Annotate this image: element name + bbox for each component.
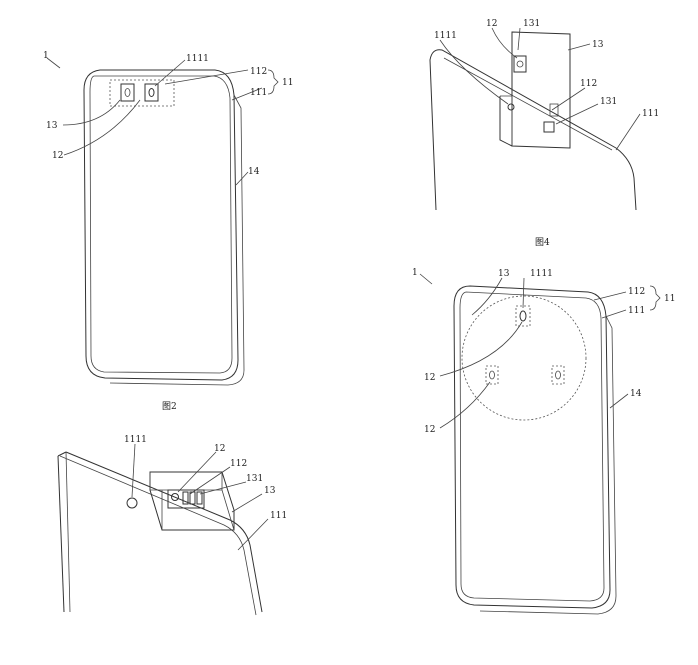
- fig5-label-panel: 112: [628, 287, 645, 297]
- fig5-label-module: 13: [498, 269, 510, 279]
- fig2-label-camera: 12: [52, 151, 63, 161]
- figure-5: 1 13 1111 112 11 111 12 12 14: [412, 268, 675, 615]
- fig4-label-camera: 12: [486, 19, 497, 29]
- fig2-label-panel: 112: [250, 67, 267, 77]
- fig2-label-screen: 111: [250, 88, 267, 98]
- fig5-label-frame: 14: [630, 389, 642, 399]
- figure-4: 1111 12 131 13 112 131 111 图4: [429, 19, 659, 248]
- fig4-label-slot-bottom: 131: [600, 97, 617, 107]
- fig5-label-group: 11: [664, 294, 675, 304]
- fig4-label-slot-top: 131: [523, 19, 540, 29]
- figure-3: 1111 12 112 131 13 111: [57, 435, 287, 616]
- fig3-label-slot: 131: [246, 474, 263, 484]
- fig3-label-panel: 112: [230, 459, 247, 469]
- fig3-label-hole: 1111: [124, 435, 147, 445]
- fig4-label-panel: 112: [580, 79, 597, 89]
- fig4-caption: 图4: [535, 237, 550, 248]
- fig4-label-module: 13: [592, 40, 604, 50]
- fig2-label-hole: 1111: [186, 54, 209, 64]
- fig2-label-module: 13: [46, 121, 58, 131]
- fig5-label-screen: 111: [628, 306, 645, 316]
- fig5-label-device: 1: [412, 268, 418, 278]
- figure-2: 1 1111 112 11 111 13 12 14 图2: [43, 51, 293, 412]
- fig5-label-hole: 1111: [530, 269, 553, 279]
- fig3-label-screen: 111: [270, 511, 287, 521]
- fig5-label-camera-b: 12: [424, 425, 435, 435]
- fig5-label-camera-a: 12: [424, 373, 435, 383]
- fig3-label-module: 13: [264, 486, 276, 496]
- fig2-label-device: 1: [43, 51, 49, 61]
- fig4-label-hole: 1111: [434, 31, 457, 41]
- fig3-label-camera: 12: [214, 444, 225, 454]
- fig2-label-frame: 14: [248, 167, 260, 177]
- fig2-label-group: 11: [282, 78, 293, 88]
- fig2-caption: 图2: [162, 401, 177, 412]
- fig4-label-screen: 111: [642, 109, 659, 119]
